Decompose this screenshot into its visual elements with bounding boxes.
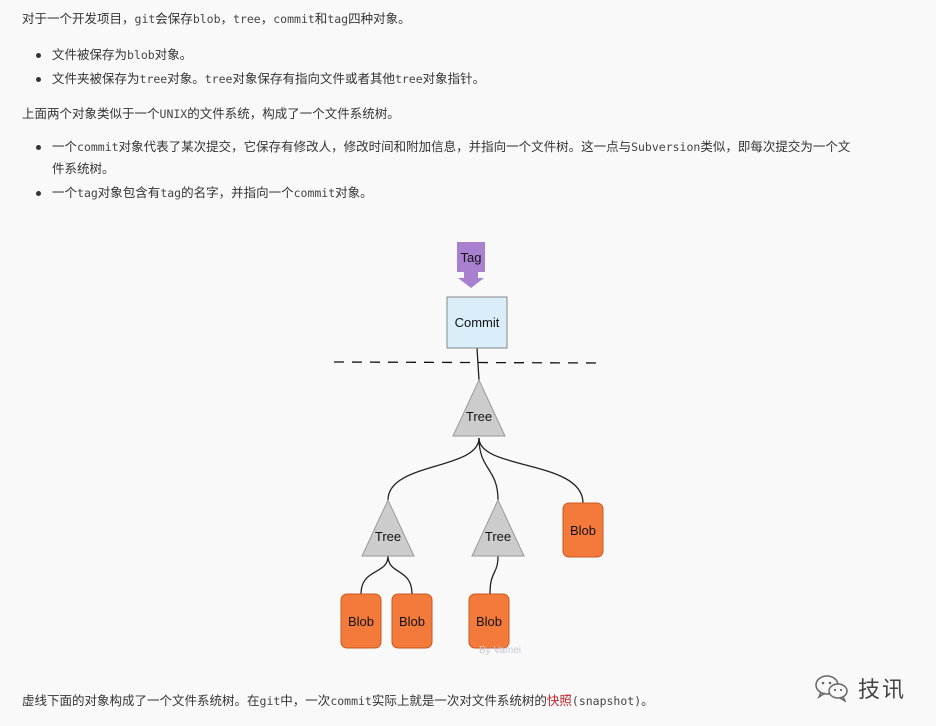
- blob-l1-box: [340, 593, 382, 649]
- watermark-text: 技讯: [857, 678, 906, 703]
- blob-mid-label: Blob: [476, 614, 502, 629]
- blob-node-right: Blob: [562, 502, 604, 558]
- diagram-credit: By Vamei: [479, 645, 521, 656]
- tree-to-tree-mid-line: [478, 437, 499, 501]
- tree-node-root: Tree: [452, 378, 506, 437]
- blob-node-left2: Blob: [391, 593, 433, 649]
- list-item: 一个tag对象包含有tag的名字，并指向一个commit对象。: [36, 182, 914, 204]
- blob-right-label: Blob: [570, 523, 596, 538]
- blob-l2-label: Blob: [399, 614, 425, 629]
- tag-arrow: [458, 272, 484, 288]
- blob-node-left1: Blob: [340, 593, 382, 649]
- tree-left-to-blob1-line: [360, 555, 389, 595]
- tree-mid-to-blob-line: [489, 555, 499, 595]
- blob-node-mid: Blob: [468, 593, 510, 649]
- unix-paragraph: 上面两个对象类似于一个UNIX的文件系统，构成了一个文件系统树。: [22, 106, 400, 121]
- tree-node-left: Tree: [361, 498, 415, 557]
- tree-left-triangle: [361, 498, 415, 557]
- commit-label: Commit: [455, 315, 500, 330]
- commit-to-tree-line: [476, 347, 480, 381]
- tree-root-triangle: [452, 378, 506, 437]
- tree-to-blob-right-line: [478, 437, 584, 504]
- tree-left-to-blob2-line: [387, 555, 413, 595]
- dashed-separator: [333, 361, 603, 364]
- tag-node: Tag: [457, 242, 485, 288]
- footer-paragraph: 虚线下面的对象构成了一个文件系统树。在git中，一次commit实际上就是一次对…: [22, 693, 654, 708]
- tag-label: Tag: [461, 250, 482, 265]
- tree-mid-triangle: [471, 498, 525, 557]
- blob-mid-box: [468, 593, 510, 649]
- tree-node-mid: Tree: [471, 498, 525, 557]
- list-item: 一个commit对象代表了某次提交，它保存有修改人，修改时间和附加信息，并指向一…: [36, 136, 914, 180]
- commit-box: [446, 296, 508, 349]
- snapshot-link[interactable]: 快照: [546, 693, 572, 708]
- blob-l1-label: Blob: [348, 614, 374, 629]
- intro-paragraph: 对于一个开发项目，git会保存blob，tree，commit和tag四种对象。: [22, 11, 411, 26]
- connector-lines: [360, 347, 584, 595]
- tree-to-tree-left-line: [387, 437, 480, 501]
- tree-mid-label: Tree: [485, 529, 511, 544]
- wechat-icon: [815, 675, 848, 702]
- list-item: 文件被保存为blob对象。: [36, 44, 914, 66]
- tree-root-label: Tree: [466, 409, 492, 424]
- watermark: 技讯: [814, 672, 906, 704]
- list-item: 文件夹被保存为tree对象。tree对象保存有指向文件或者其他tree对象指针。: [36, 68, 914, 90]
- object-list-2: 一个commit对象代表了某次提交，它保存有修改人，修改时间和附加信息，并指向一…: [36, 136, 914, 204]
- tag-box: [457, 242, 485, 272]
- blob-right-box: [562, 502, 604, 558]
- tree-left-label: Tree: [375, 529, 401, 544]
- blob-l2-box: [391, 593, 433, 649]
- commit-node: Commit: [446, 296, 508, 349]
- object-list-1: 文件被保存为blob对象。 文件夹被保存为tree对象。tree对象保存有指向文…: [36, 44, 914, 90]
